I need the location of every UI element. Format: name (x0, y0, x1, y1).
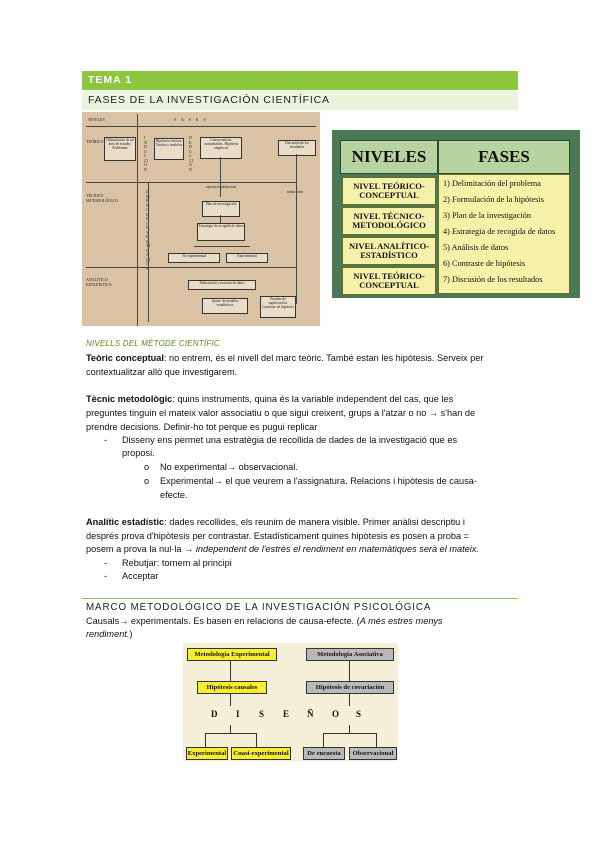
bullet-rebutjar: Rebutjar: tornem al principi (122, 558, 232, 568)
box-cuasi-experimental: Cuasi-experimental (231, 747, 291, 760)
marco-section-title: MARCO METODOLÓGICO DE LA INVESTIGACIÓN P… (86, 602, 432, 613)
section-title: FASES DE LA INVESTIGACIÓN CIENTÍFICA (88, 94, 330, 106)
phase-item: 1) Delimitación del problema (443, 179, 541, 188)
niveles-header: NIVELES (340, 140, 438, 174)
bullet-disseny-line2: proposi. (122, 448, 155, 458)
marco-section-bar: MARCO METODOLÓGICO DE LA INVESTIGACIÓN P… (82, 598, 518, 615)
diseno-letter: Ñ (307, 709, 314, 719)
level-analitico: ANALÍTICO ESTADÍSTICO (86, 277, 112, 287)
box-estrategia: Estrategia de recogida de datos (197, 223, 245, 241)
bullet-disseny-line1: Disseny ens permet una estratègia de rec… (122, 435, 458, 445)
sub-bullet-marker: o (144, 462, 150, 472)
box-hipotesis-teoricas: Hipótesis teóricas. Teorías y modelos (154, 138, 184, 160)
level-box: NIVEL TEÓRICO-CONCEPTUAL (342, 267, 436, 295)
bullet-dash: - (104, 558, 108, 568)
phase-item: 2) Formulación de la hipótesis (443, 195, 544, 204)
paragraph-analitic-line3: posem a prova la nul·la → independent de… (86, 544, 479, 554)
paragraph-causals-line1: Causals→ experimentals. Es basen en rela… (86, 616, 443, 626)
vertical-deduccion: DEDUCCIÓN (189, 135, 193, 172)
research-phases-flow-diagram: NIVELES F A S E S TEÓRICO CONCEPTUAL TÉC… (82, 112, 320, 326)
vertical-diseno: DISEÑO DE INVESTIGACIÓN (146, 189, 150, 271)
diseno-letter: D (211, 709, 218, 719)
diseno-letter: I (236, 709, 240, 719)
level-box: NIVEL TÉCNICO-METODOLÓGICO (342, 207, 436, 235)
box-experimental: Experimental (186, 747, 228, 760)
tema-header: TEMA 1 (82, 71, 518, 90)
box-experimental: Experimental (226, 253, 268, 263)
diseno-letter: E (283, 709, 290, 719)
box-discusion: Discusión de los resultados (278, 140, 316, 156)
paragraph-analitic-line2: després prova d'hipòtesis per contrastar… (86, 531, 470, 541)
box-de-encuesta: De encuesta (303, 747, 345, 760)
bullet-dash: - (104, 435, 108, 445)
bullet-dash: - (104, 571, 108, 581)
vertical-induccion: INDUCCIÓN (144, 135, 148, 172)
box-no-experimental: No experimental (168, 253, 220, 263)
box-pruebas: Pruebas de significación. Contraste de h… (260, 296, 296, 318)
paragraph-causals-line2: rendiment.) (86, 629, 133, 639)
phase-item: 7) Discusión de los resultados (443, 275, 543, 284)
box-ajuste: Ajuste de modelos estadísticos (202, 298, 248, 314)
box-hipotesis-covariacion: Hipótesis de covariación (306, 681, 394, 694)
label-induccion: inducción (287, 189, 303, 194)
niveles-col-label: NIVELES (88, 117, 105, 122)
sub-bullet-experimental-line1: Experimental→ el que veurem a l'assignat… (160, 476, 477, 486)
diseno-letter: S (356, 709, 362, 719)
phase-item: 6) Contraste de hipótesis (443, 259, 526, 268)
box-delimitacion: Delimitación de un área de estudio. Prob… (104, 137, 136, 161)
phases-list: 1) Delimitación del problema 2) Formulac… (438, 174, 570, 294)
sub-bullet-no-experimental: No experimental→ observacional. (160, 462, 298, 472)
box-consecuencias: Consecuencias contrastables. Hipótesis e… (200, 137, 242, 159)
paragraph-analitic-line1: Analític estadístic: dades recollides, e… (86, 517, 465, 527)
phase-item: 3) Plan de la investigación (443, 211, 532, 220)
diseno-letter: S (259, 709, 265, 719)
bullet-acceptar: Acceptar (122, 571, 159, 581)
sub-bullet-experimental-line2: efecte. (160, 490, 188, 500)
box-metodologia-asociativa: Metodología Asociativa (306, 648, 394, 661)
methodology-diagram: Metodología Experimental Metodología Aso… (183, 643, 398, 761)
fases-col-label: F A S E S (174, 117, 208, 122)
level-box: NIVEL TEÓRICO-CONCEPTUAL (342, 177, 436, 205)
level-box: NIVEL ANALÍTICO-ESTADÍSTICO (342, 237, 436, 265)
phase-item: 4) Estrategia de recogida de datos (443, 227, 556, 236)
diseno-letter: O (332, 709, 340, 719)
level-tecnico: TÉCNICO METODOLÓGICO (86, 193, 119, 203)
paragraph-teoric-line1: Teòric conceptual: no entrem, és el nive… (86, 353, 484, 363)
box-observacional: Observacional (349, 747, 397, 760)
paragraph-tecnic-line2: preguntes tinguin el mateix valor associ… (86, 408, 476, 418)
phase-item: 5) Análisis de datos (443, 243, 509, 252)
levels-phases-table: NIVELES FASES NIVEL TEÓRICO-CONCEPTUAL N… (332, 130, 580, 298)
box-elaboracion: Elaboración y muestra de datos (188, 280, 256, 290)
box-hipotesis-causales: Hipótesis causales (197, 681, 267, 694)
box-metodologia-experimental: Metodología Experimental (187, 648, 277, 661)
paragraph-tecnic-line1: Tècnic metodològic: quins instruments, q… (86, 394, 454, 404)
paragraph-teoric-line2: contextualitzar allò que investigarem. (86, 367, 238, 377)
subtitle-nivells: NIVELLS DEL MÈTODE CIENTÍFIC (86, 339, 220, 348)
paragraph-tecnic-line3: prendre decisions. Definir-ho tot perque… (86, 422, 318, 432)
label-operacionalizacion: operacionalización (206, 184, 237, 189)
section-title-bar: FASES DE LA INVESTIGACIÓN CIENTÍFICA (82, 91, 518, 110)
sub-bullet-marker: o (144, 476, 150, 486)
box-plan: Plan de investigación (202, 201, 240, 217)
tema-label: TEMA 1 (88, 74, 133, 86)
fases-header: FASES (438, 140, 570, 174)
